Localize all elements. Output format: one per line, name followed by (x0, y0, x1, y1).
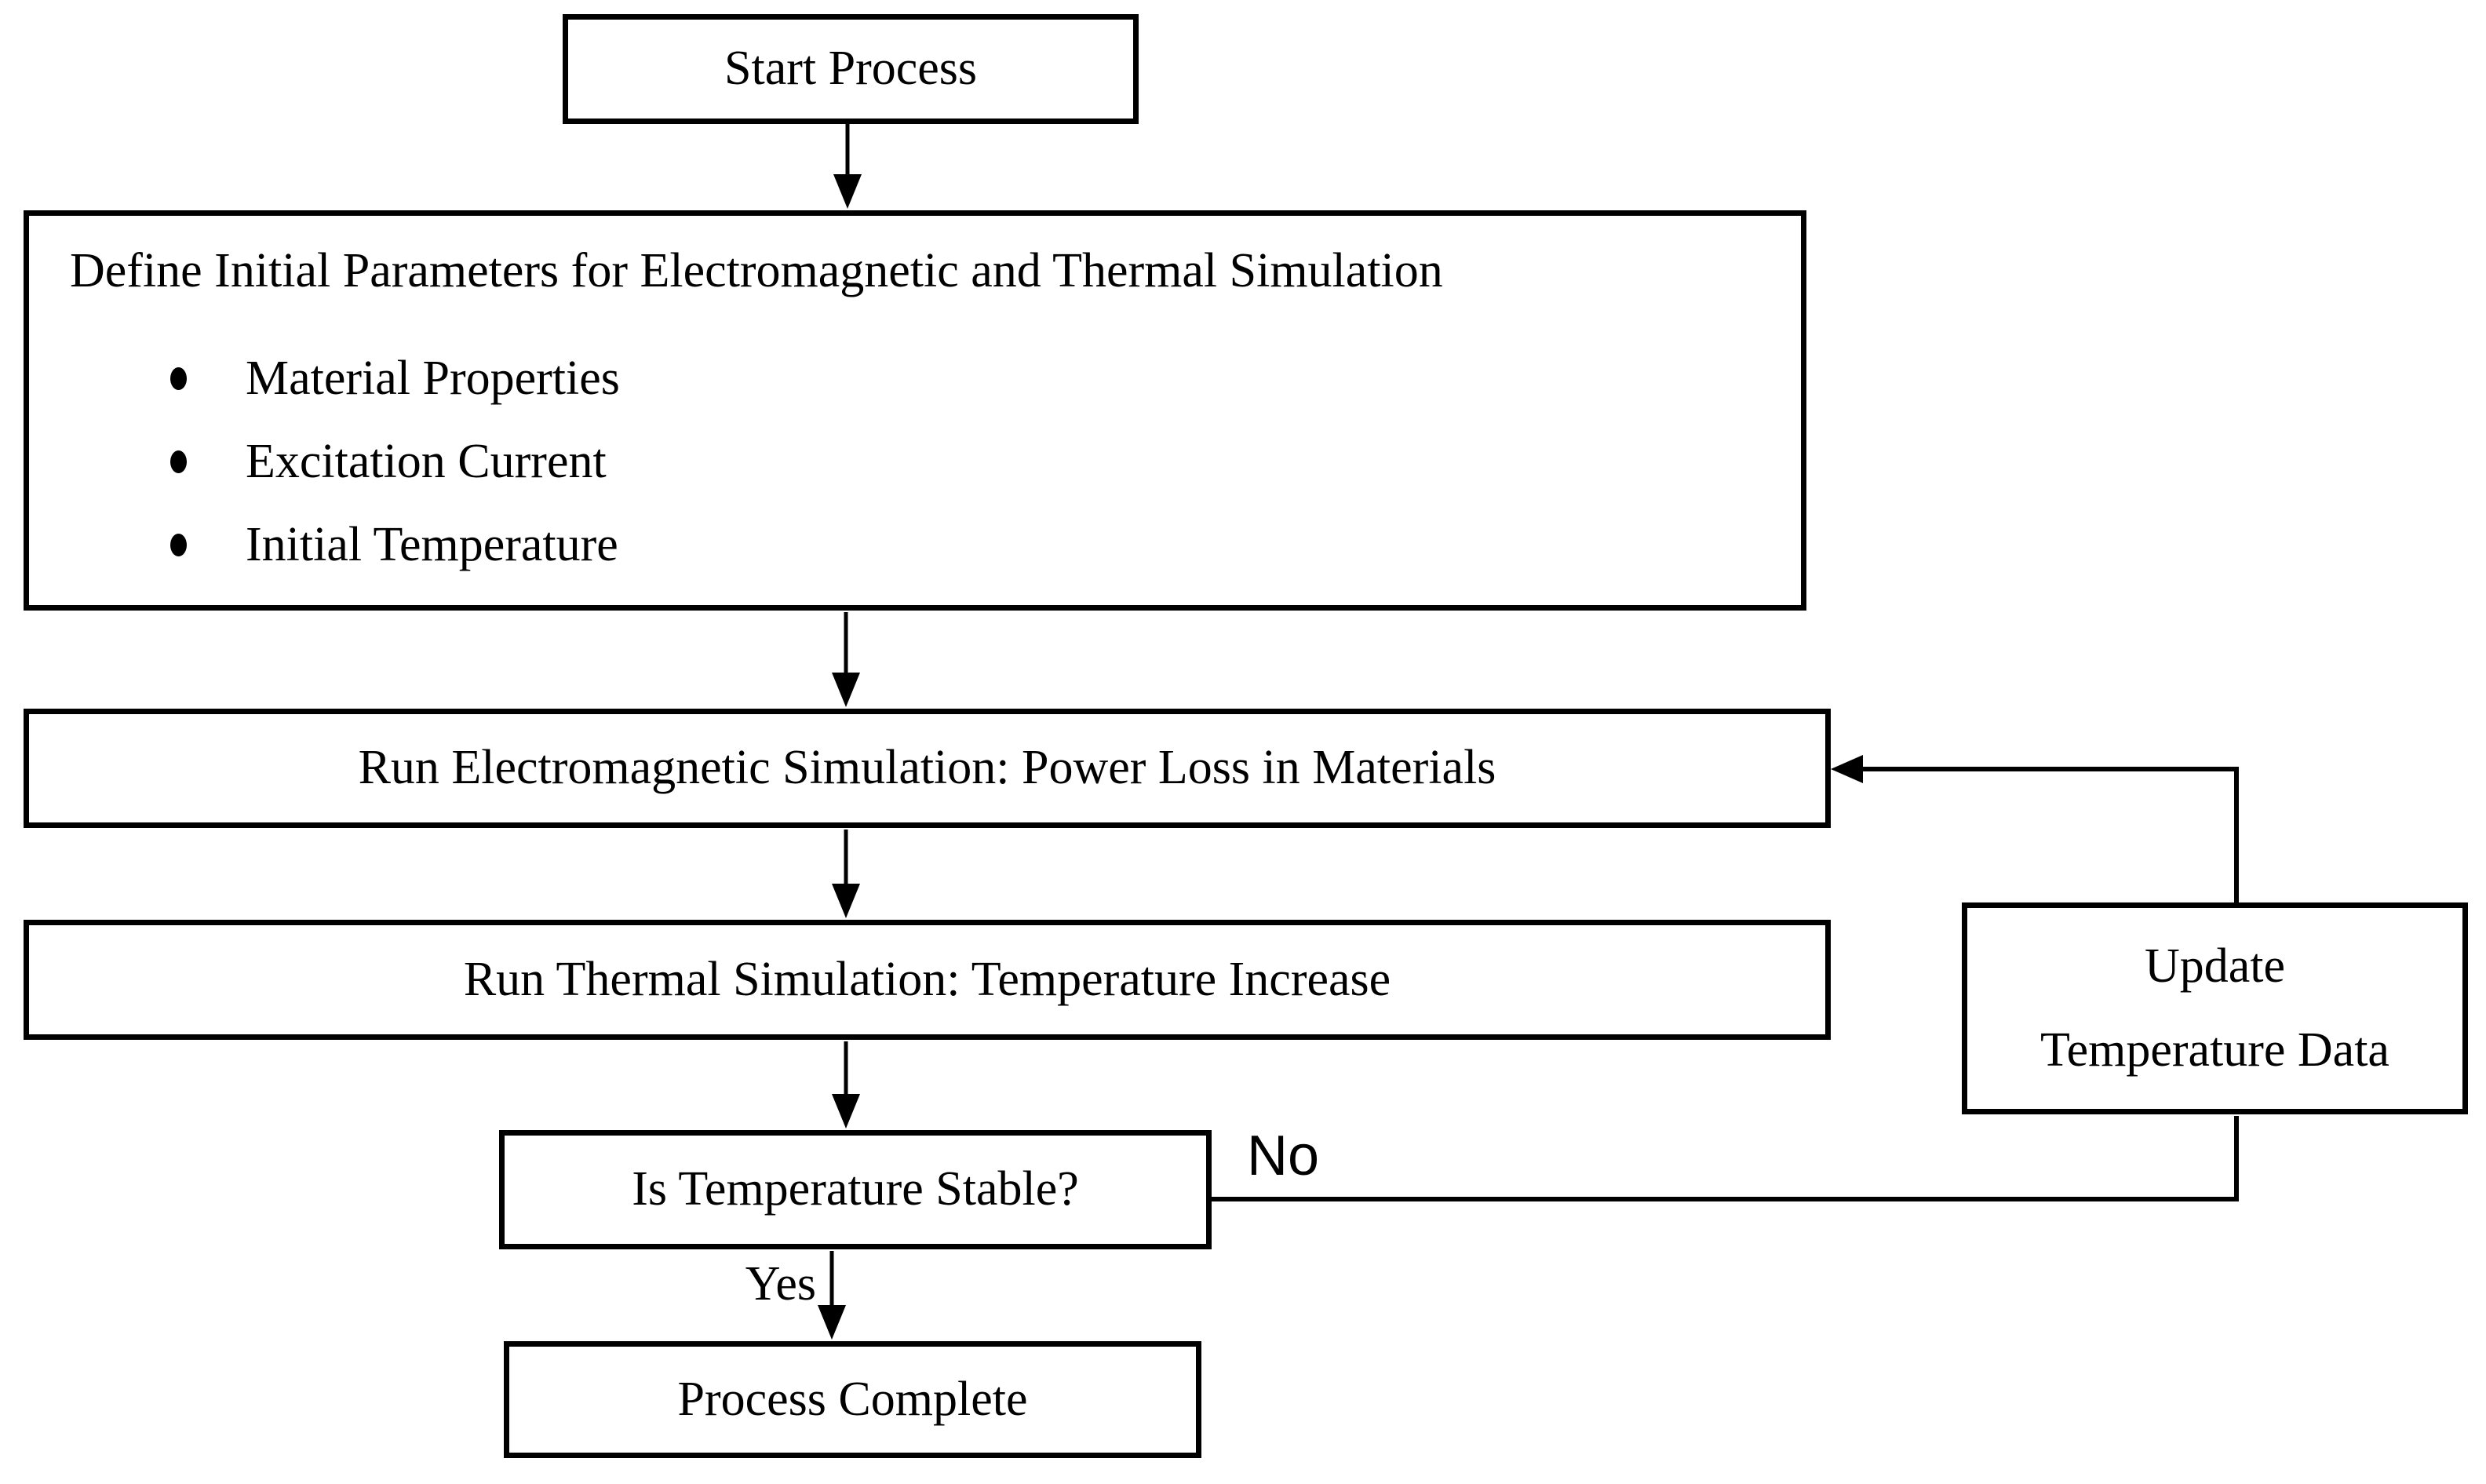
connector-update-to-em (1831, 755, 2239, 902)
arrowhead-down-icon (832, 673, 860, 707)
arrowhead-down-icon (832, 884, 860, 918)
connector-thermal-to-decision (832, 1041, 860, 1128)
update-temperature-node: Update Temperature Data (1962, 902, 2468, 1114)
connector-decision-no-to-update (1212, 1116, 2239, 1201)
temperature-stable-decision-label: Is Temperature Stable? (632, 1162, 1079, 1216)
connector-decision-yes-to-complete (818, 1251, 846, 1340)
bullet-dot-icon (170, 534, 187, 556)
thermal-simulation-label: Run Thermal Simulation: Temperature Incr… (463, 952, 1391, 1006)
arrowhead-down-icon (833, 174, 862, 209)
no-edge-label: No (1247, 1125, 1320, 1187)
arrowhead-down-icon (818, 1305, 846, 1340)
bullet-label: Material Properties (246, 352, 620, 405)
start-process-label: Start Process (724, 42, 978, 96)
arrowhead-left-icon (1831, 755, 1863, 783)
electromagnetic-simulation-node: Run Electromagnetic Simulation: Power Lo… (24, 709, 1831, 828)
temperature-stable-decision-node: Is Temperature Stable? (499, 1130, 1212, 1249)
update-temperature-label-line2: Temperature Data (2040, 1023, 2389, 1077)
bullet-label: Initial Temperature (246, 518, 618, 571)
define-parameters-node: Define Initial Parameters for Electromag… (24, 210, 1806, 611)
bullet-dot-icon (170, 450, 187, 473)
electromagnetic-simulation-label: Run Electromagnetic Simulation: Power Lo… (358, 741, 1496, 795)
connector-em-to-thermal (832, 830, 860, 918)
bullet-label: Excitation Current (246, 435, 607, 488)
connector-line (1861, 767, 2239, 902)
start-process-node: Start Process (563, 14, 1139, 124)
update-temperature-label-line1: Update (2144, 939, 2286, 993)
bullet-dot-icon (170, 367, 187, 390)
connector-define-to-em (832, 612, 860, 707)
define-parameters-title: Define Initial Parameters for Electromag… (70, 244, 1443, 297)
bullet-item-excitation-current: Excitation Current (170, 434, 1801, 489)
connector-line (1212, 1116, 2239, 1201)
bullet-item-initial-temperature: Initial Temperature (170, 517, 1801, 572)
arrowhead-down-icon (832, 1094, 860, 1128)
define-parameters-bullet-list: Material Properties Excitation Current I… (29, 351, 1801, 572)
yes-edge-label: Yes (745, 1257, 816, 1311)
thermal-simulation-node: Run Thermal Simulation: Temperature Incr… (24, 920, 1831, 1040)
connector-start-to-define (833, 124, 862, 209)
process-complete-label: Process Complete (677, 1372, 1028, 1426)
process-complete-node: Process Complete (504, 1341, 1201, 1458)
bullet-item-material-properties: Material Properties (170, 351, 1801, 406)
